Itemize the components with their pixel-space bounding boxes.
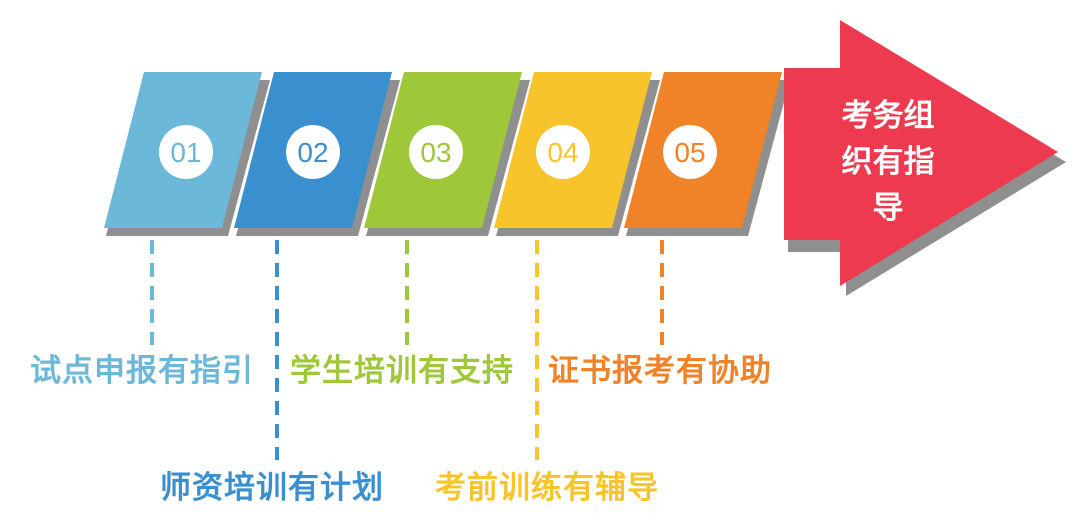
step-04-number: 04 <box>547 137 578 168</box>
step-02-circle <box>286 125 340 179</box>
arrow-text-line-3: 导 <box>873 190 904 226</box>
step-01-circle <box>159 125 213 179</box>
step-02-label: 师资培训有计划 <box>160 470 384 506</box>
step-05-label: 证书报考有协助 <box>548 353 772 389</box>
arrow-text-line-1: 考务组 <box>842 98 935 134</box>
step-05-circle <box>663 125 717 179</box>
step-04-circle <box>536 125 590 179</box>
step-01-label: 试点申报有指引 <box>30 353 254 389</box>
number-circles <box>159 125 717 179</box>
step-05-number: 05 <box>674 137 705 168</box>
step-03-number: 03 <box>420 137 451 168</box>
arrow-text-line-2: 织有指 <box>842 144 935 180</box>
arrow-block <box>784 20 1058 286</box>
step-02-number: 02 <box>297 137 328 168</box>
step-04-label: 考前训练有辅导 <box>435 470 659 506</box>
step-01-number: 01 <box>170 137 201 168</box>
step-03-circle <box>409 125 463 179</box>
step-03-label: 学生培训有支持 <box>290 353 514 389</box>
